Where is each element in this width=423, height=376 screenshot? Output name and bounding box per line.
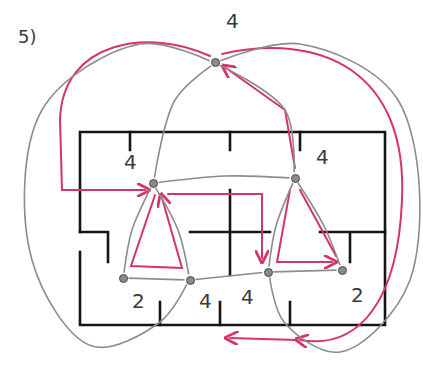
graph-vertex: 4 [291,174,300,183]
graph-edge [220,65,295,172]
euler-path [60,42,402,341]
graph-vertex: 4 [149,179,158,188]
wall-lines [80,132,385,325]
degree-number: 4 [316,147,329,167]
problem-number: 5) [18,28,36,46]
graph-vertex: 4 [186,276,195,285]
degree-number: 4 [124,152,137,172]
graph-vertex: 4 [264,268,273,277]
degree-number: 4 [199,291,212,311]
graph-edge [156,188,189,275]
graph-edge [24,43,209,347]
degree-number: 4 [241,287,254,307]
graph-vertex: 2 [338,266,347,275]
graph-edge [128,278,184,280]
graph-edge [124,188,151,273]
graph-edge [158,176,289,183]
graph-edge [154,66,211,178]
graph-vertex: 4 [211,58,220,67]
graph-edge [195,273,262,280]
graph-vertex: 2 [119,274,128,283]
degree-number: 2 [132,291,145,311]
graph-edge [269,183,293,266]
degree-number: 2 [351,285,364,305]
graph-edge [220,43,420,352]
graph-edge [298,183,340,265]
graph-edge [273,270,336,272]
degree-number: 4 [226,11,239,31]
